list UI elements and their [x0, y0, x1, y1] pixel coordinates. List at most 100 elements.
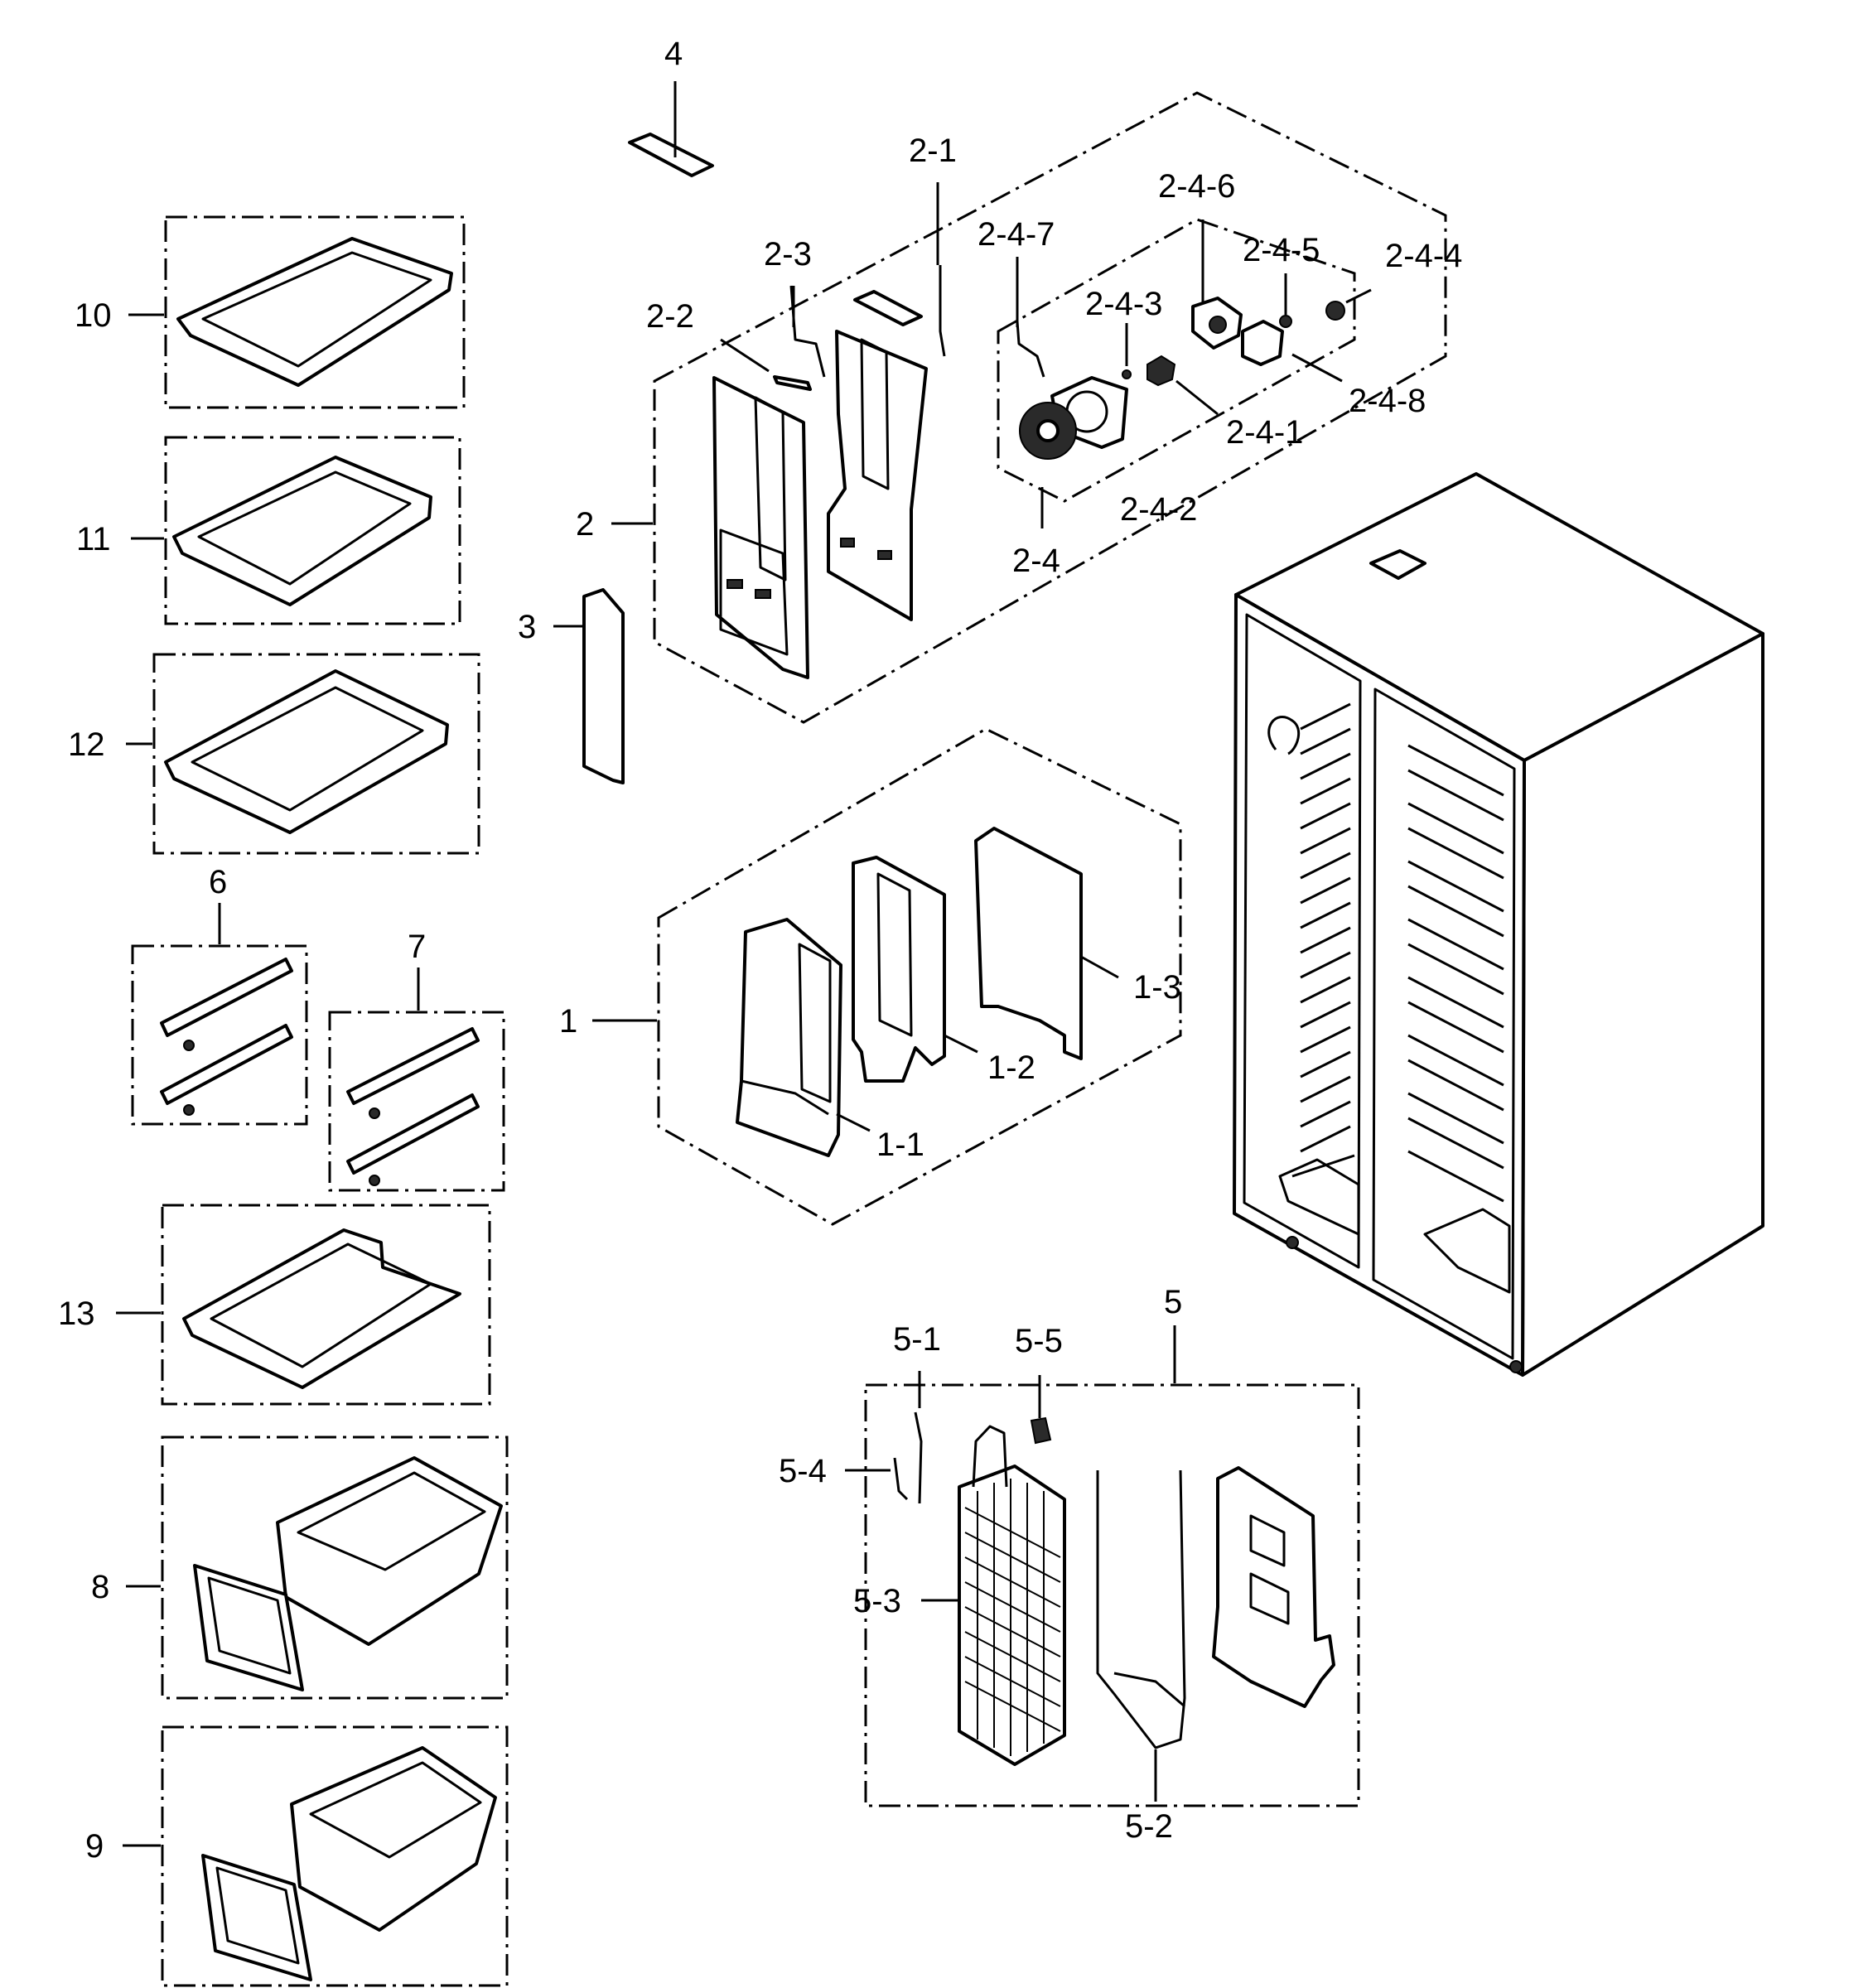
callout-1: 1 — [559, 1003, 577, 1040]
part-5-4[interactable] — [893, 1457, 909, 1501]
part-2-4-5-dot — [1279, 315, 1292, 328]
shelf-10[interactable] — [176, 237, 453, 387]
sensor-2-1-wire[interactable] — [939, 265, 946, 357]
drawer-9-front[interactable] — [201, 1854, 312, 1981]
rail-7-box — [328, 1011, 505, 1192]
cabinet-foot-2 — [1509, 1360, 1523, 1373]
callout-2-4-3: 2-4-3 — [1085, 286, 1162, 322]
drawer-8-front-inner — [207, 1576, 292, 1675]
fridge-bottom-tray — [1423, 1208, 1511, 1294]
freezer-compartment[interactable] — [1243, 613, 1362, 1269]
shelf-13[interactable] — [182, 1228, 461, 1389]
callout-2-4-4: 2-4-4 — [1385, 238, 1462, 274]
drawer-8-inner — [297, 1471, 486, 1571]
callout-3: 3 — [518, 609, 536, 645]
motor-2-4-1[interactable] — [1146, 355, 1176, 387]
shelf-13-glass — [210, 1242, 432, 1368]
cabinet-top-hinge — [1369, 549, 1426, 580]
rail-6-upper[interactable] — [160, 958, 293, 1037]
wire-2-4-7[interactable] — [1016, 321, 1045, 378]
cover-1-2[interactable] — [852, 856, 946, 1083]
drawer-8-front[interactable] — [193, 1564, 304, 1691]
callout-2-4-6: 2-4-6 — [1158, 168, 1235, 205]
callout-9: 9 — [85, 1828, 104, 1865]
freezer-rails — [1291, 702, 1355, 1178]
leader-2-2 — [720, 338, 770, 373]
callout-2-4-1: 2-4-1 — [1226, 414, 1303, 451]
heater-5-2[interactable] — [1096, 1469, 1186, 1749]
evaporator-cover-2-rear[interactable] — [827, 330, 928, 621]
shelf-12-group: 12 — [68, 653, 480, 855]
fridge-compartment[interactable] — [1372, 688, 1516, 1360]
part-4-group: 4 — [628, 36, 714, 177]
rail-6-lower[interactable] — [160, 1024, 293, 1105]
rail-7-screw-2 — [369, 1175, 380, 1186]
callout-2-1: 2-1 — [909, 133, 957, 169]
callout-1-1: 1-1 — [876, 1127, 924, 1163]
evaporator-5-3[interactable] — [958, 1464, 1066, 1766]
cover-1-2-channel — [876, 872, 913, 1037]
cover-1-1-grille — [798, 943, 832, 1103]
callout-2: 2 — [576, 506, 594, 543]
callout-8: 8 — [91, 1569, 109, 1605]
evaporator-cover-2-channel — [754, 396, 787, 581]
callout-13: 13 — [58, 1296, 95, 1332]
evaporator-cover-5-window-1 — [1249, 1514, 1286, 1567]
shelf-12[interactable] — [164, 669, 449, 834]
rail-6-screw-1 — [183, 1040, 195, 1051]
drawer-9-front-inner — [215, 1866, 300, 1965]
evaporator-cover-5-window-2 — [1249, 1572, 1290, 1625]
shelf-11[interactable] — [172, 456, 432, 606]
evaporator-cover-2-duct — [719, 528, 789, 656]
callout-2-4-5: 2-4-5 — [1243, 232, 1320, 268]
part-2-4-5[interactable] — [1241, 320, 1284, 366]
shelf-13-group: 13 — [58, 1204, 491, 1406]
callout-6: 6 — [209, 864, 227, 900]
part-5-5[interactable] — [1030, 1416, 1052, 1445]
leader-2-4-1 — [1175, 379, 1219, 416]
fridge-rails — [1407, 744, 1504, 1203]
drawer-9-inner — [309, 1761, 482, 1859]
sensor-5-1[interactable] — [914, 1411, 923, 1504]
freezer-bottom-tray — [1278, 1158, 1360, 1236]
cover-1-1[interactable] — [736, 918, 842, 1157]
callout-1-3: 1-3 — [1133, 969, 1181, 1006]
rail-7-lower[interactable] — [346, 1093, 480, 1175]
cover-2-rear-slot-2 — [877, 550, 892, 560]
callout-5-4: 5-4 — [779, 1453, 827, 1489]
callout-7: 7 — [408, 929, 426, 965]
evaporator-cover-5[interactable] — [1212, 1466, 1335, 1708]
rail-6-screw-2 — [183, 1104, 195, 1116]
evaporator-cover-2-rear-channel — [860, 338, 890, 490]
callout-4: 4 — [664, 36, 683, 72]
rail-7-upper[interactable] — [346, 1027, 480, 1105]
leader-1-3 — [1080, 955, 1119, 979]
cabinet-group[interactable] — [1233, 472, 1764, 1377]
callout-2-4: 2-4 — [1012, 543, 1060, 579]
part-3-panel[interactable] — [582, 588, 625, 784]
callout-11: 11 — [76, 521, 111, 557]
callout-2-4-2: 2-4-2 — [1120, 491, 1197, 528]
callout-5-3: 5-3 — [853, 1583, 901, 1619]
rail-6-group: 6 — [131, 864, 308, 1126]
callout-2-4-7: 2-4-7 — [978, 216, 1055, 253]
grommet-2-4-4[interactable] — [1325, 301, 1345, 321]
assembly-5-group: 5-5 5-1 5-4 5-3 — [779, 1284, 1360, 1845]
callout-2-4-8: 2-4-8 — [1349, 383, 1426, 419]
cover-1-3[interactable] — [974, 827, 1083, 1060]
shelf-11-box — [164, 436, 461, 625]
drawer-9-bin[interactable] — [290, 1746, 497, 1932]
cover-1-1-duct — [741, 1079, 829, 1116]
callout-12: 12 — [68, 726, 105, 763]
leader-1-1 — [836, 1112, 871, 1132]
callout-5-5: 5-5 — [1015, 1323, 1063, 1359]
rail-7-screw-1 — [369, 1107, 380, 1119]
part-4-bracket[interactable] — [628, 133, 714, 177]
screw-2-4-3[interactable] — [1122, 369, 1132, 379]
assembly-1-group: 1-1 1-2 1-3 1 — [559, 727, 1182, 1226]
cabinet-side — [1521, 632, 1764, 1377]
housing-2-4-6-hub — [1209, 316, 1227, 334]
part-2-2[interactable] — [773, 375, 812, 391]
cabinet-wire — [1267, 715, 1301, 755]
